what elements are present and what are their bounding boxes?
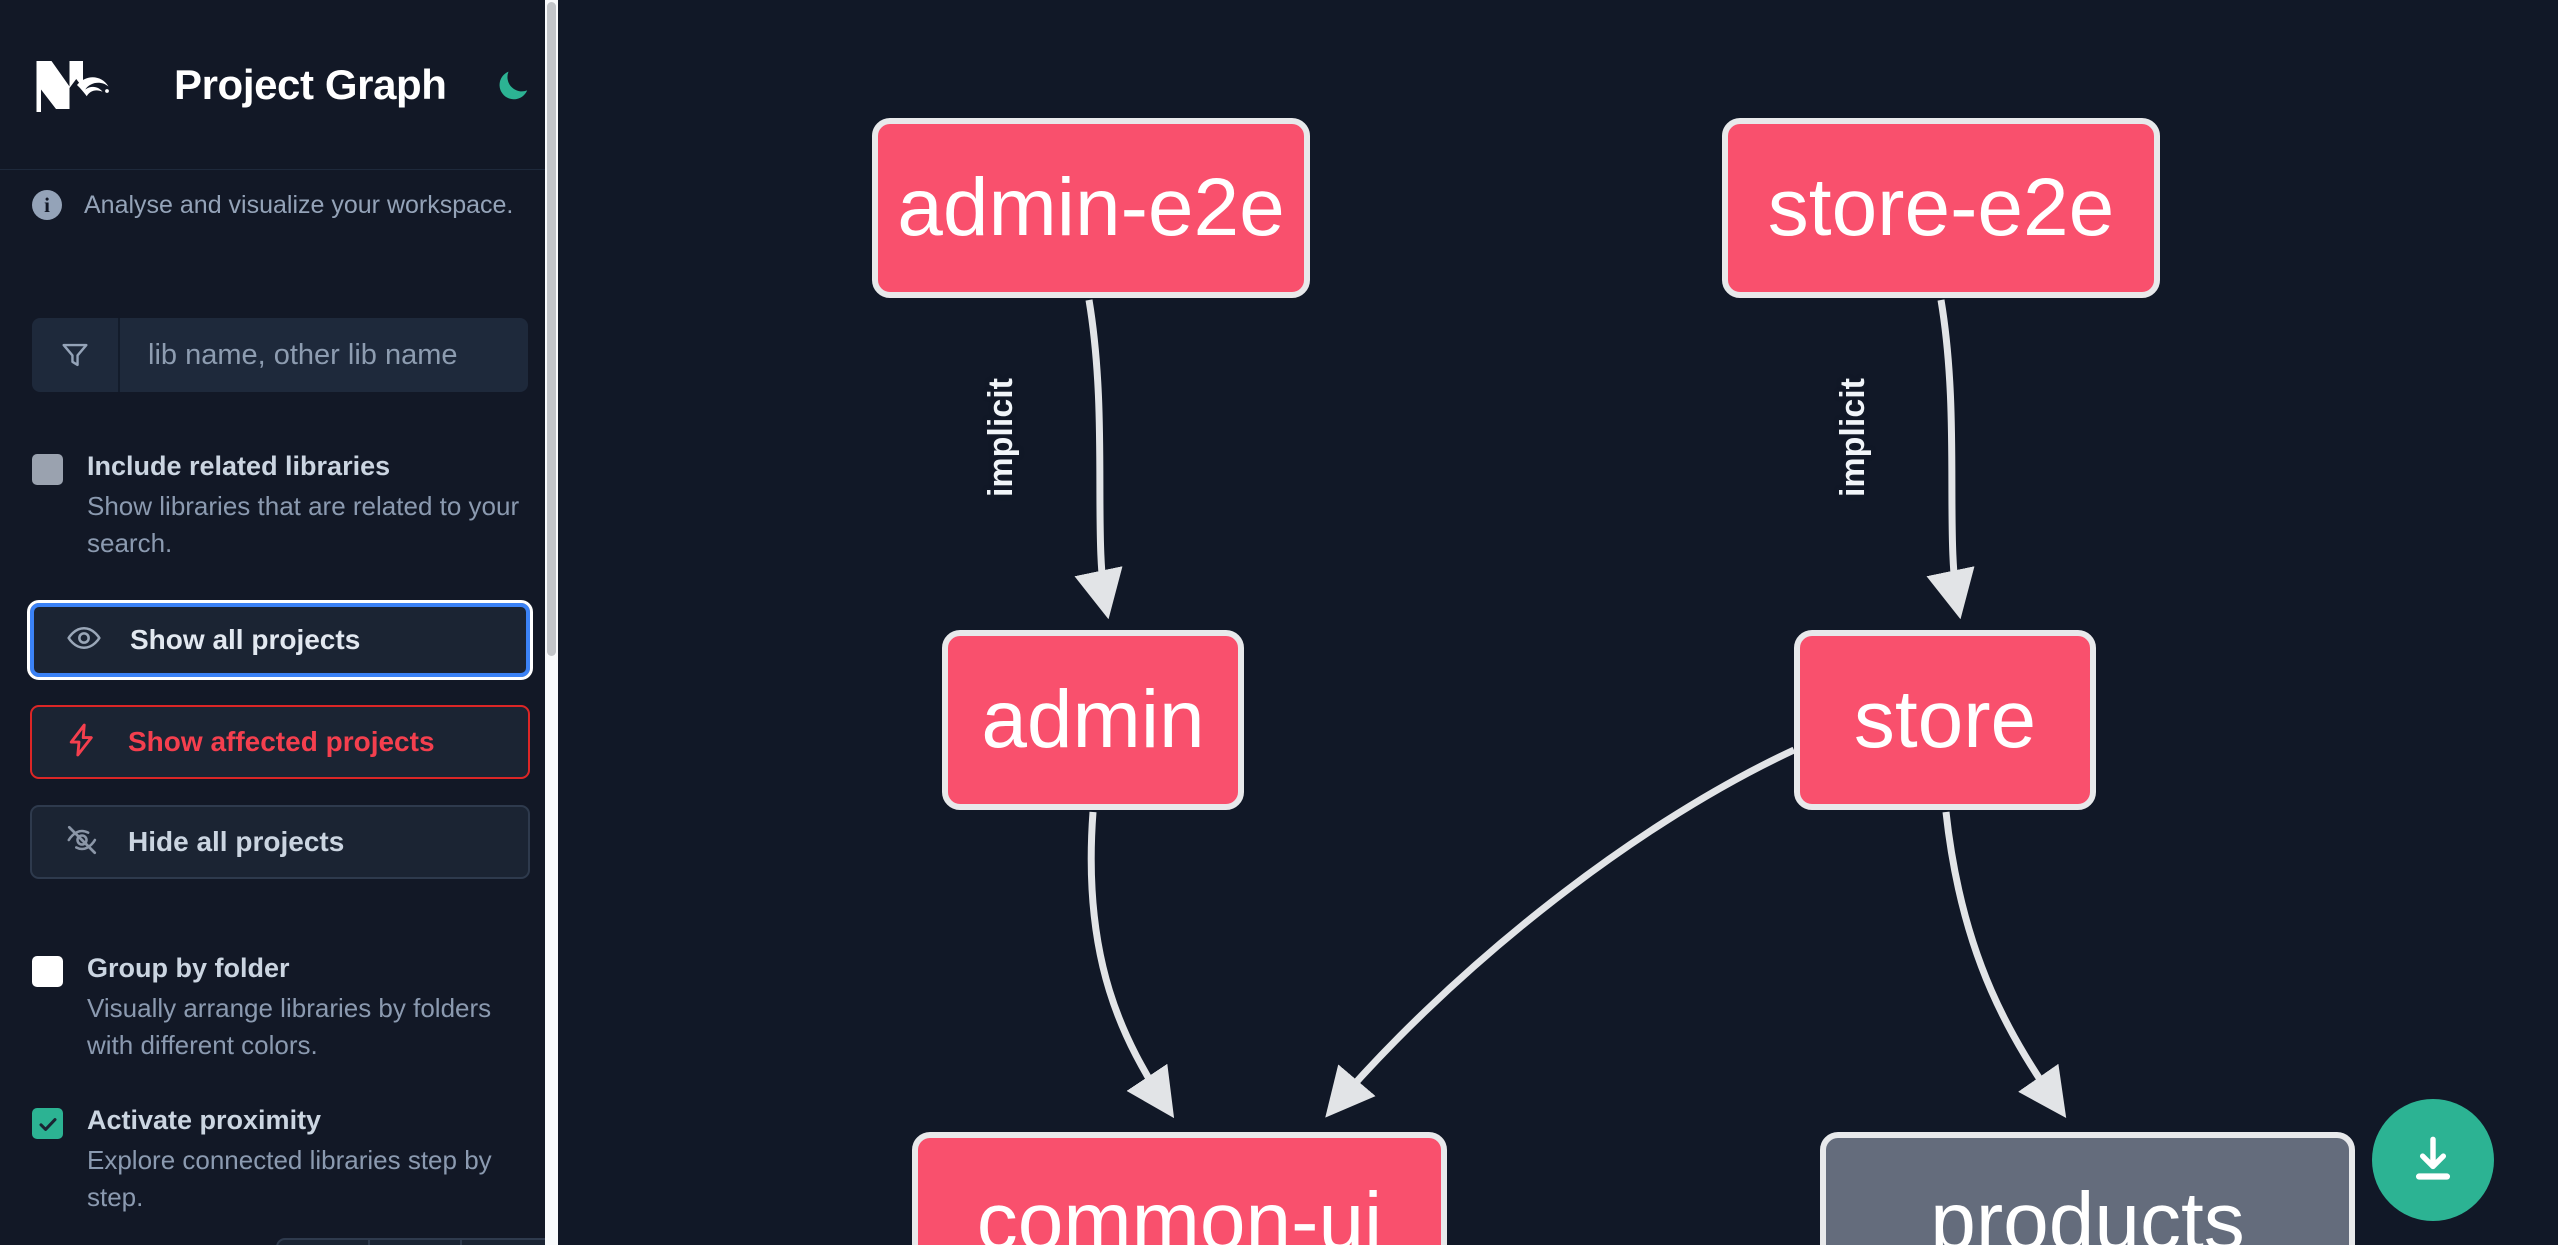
graph-edges xyxy=(1074,299,2067,1119)
sidebar-header: Project Graph xyxy=(0,0,545,170)
graph-node-store[interactable]: store xyxy=(1794,630,2096,810)
project-graph-canvas[interactable]: admin-e2e store-e2e admin store common-u… xyxy=(562,0,2558,1245)
eye-icon xyxy=(66,620,102,661)
edge-store-to-products xyxy=(1942,811,2067,1119)
sidebar-tagline: i Analyse and visualize your workspace. xyxy=(32,190,532,220)
checkbox-row-group-by-folder[interactable]: Group by folder Visually arrange librari… xyxy=(32,950,532,1064)
download-icon xyxy=(2415,1136,2451,1180)
search-box[interactable] xyxy=(32,318,528,392)
edge-store-to-common-ui xyxy=(1325,746,1796,1118)
sidebar: Project Graph i Analyse and visualize yo… xyxy=(0,0,558,1245)
checkbox-label-include-related-libraries: Include related libraries xyxy=(87,451,391,481)
sidebar-divider xyxy=(558,0,562,1245)
eye-off-icon xyxy=(64,822,100,863)
checkbox-include-related-libraries[interactable] xyxy=(32,454,63,485)
sidebar-scrollbar-thumb[interactable] xyxy=(547,2,556,656)
show-all-projects-label: Show all projects xyxy=(130,624,361,655)
show-affected-projects-button[interactable]: Show affected projects xyxy=(30,705,530,779)
checkbox-row-activate-proximity[interactable]: Activate proximity Explore connected lib… xyxy=(32,1102,532,1216)
sidebar-tagline-text: Analyse and visualize your workspace. xyxy=(84,190,514,219)
checkbox-group-by-folder[interactable] xyxy=(32,956,63,987)
proximity-stepper-value xyxy=(370,1240,462,1245)
lightning-bolt-icon xyxy=(64,722,100,763)
proximity-stepper-control[interactable] xyxy=(276,1238,554,1245)
edge-admin-e2e-to-admin xyxy=(1074,299,1123,620)
graph-node-products[interactable]: products xyxy=(1820,1132,2355,1245)
checkbox-description-group-by-folder: Visually arrange libraries by folders wi… xyxy=(87,993,492,1061)
moon-icon[interactable] xyxy=(491,63,535,107)
checkbox-description-include-related-libraries: Show libraries that are related to your … xyxy=(87,491,520,559)
graph-node-label: products xyxy=(1930,1176,2245,1245)
download-image-button[interactable] xyxy=(2372,1099,2494,1221)
checkbox-description-activate-proximity: Explore connected libraries step by step… xyxy=(87,1145,492,1213)
hide-all-projects-label: Hide all projects xyxy=(128,826,345,857)
graph-node-label: admin xyxy=(981,674,1205,765)
info-circle-icon: i xyxy=(32,190,62,220)
graph-node-store-e2e[interactable]: store-e2e xyxy=(1722,118,2160,298)
checkbox-label-group-by-folder: Group by folder xyxy=(87,953,290,983)
graph-node-common-ui[interactable]: common-ui xyxy=(912,1132,1447,1245)
filter-icon xyxy=(32,318,120,392)
proximity-stepper-increment[interactable] xyxy=(462,1240,552,1245)
show-all-projects-button[interactable]: Show all projects xyxy=(27,600,533,680)
graph-node-label: common-ui xyxy=(976,1176,1383,1245)
edge-store-e2e-to-store xyxy=(1926,299,1975,620)
checkbox-row-include-related-libraries[interactable]: Include related libraries Show libraries… xyxy=(32,448,532,562)
graph-node-admin[interactable]: admin xyxy=(942,630,1244,810)
show-affected-projects-label: Show affected projects xyxy=(128,726,435,757)
graph-node-admin-e2e[interactable]: admin-e2e xyxy=(872,118,1310,298)
page-title: Project Graph xyxy=(174,60,447,108)
edge-admin-to-common-ui xyxy=(1087,811,1175,1119)
checkbox-activate-proximity[interactable] xyxy=(32,1108,63,1139)
nx-logo-icon xyxy=(32,55,122,115)
proximity-stepper-decrement[interactable] xyxy=(278,1240,370,1245)
graph-node-label: store xyxy=(1853,674,2037,765)
hide-all-projects-button[interactable]: Hide all projects xyxy=(30,805,530,879)
search-input[interactable] xyxy=(120,318,528,392)
graph-node-label: admin-e2e xyxy=(897,162,1285,253)
graph-node-label: store-e2e xyxy=(1767,162,2115,253)
checkbox-label-activate-proximity: Activate proximity xyxy=(87,1105,322,1135)
